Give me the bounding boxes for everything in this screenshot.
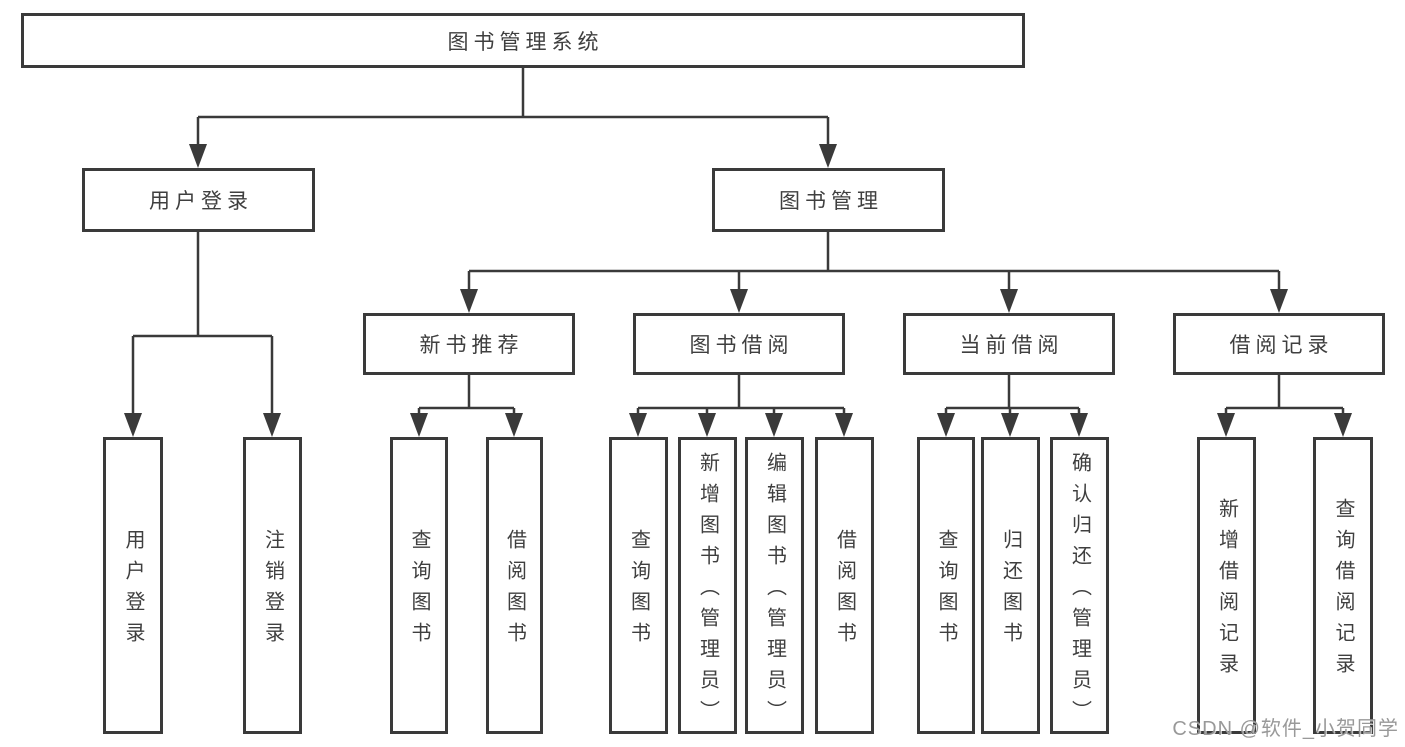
leaf-borrow-books: 借阅图书	[815, 437, 874, 734]
leaf-logout-label: 注销登录	[261, 529, 284, 653]
leaf-user-login: 用户登录	[103, 437, 163, 734]
leaf-return-books: 归还图书	[981, 437, 1040, 734]
root-node-library-system: 图书管理系统	[21, 13, 1025, 68]
leaf-newbook-borrow-books-label: 借阅图书	[503, 529, 526, 653]
leaf-newbook-query-books-label: 查询图书	[408, 529, 430, 653]
leaf-current-query-books-label: 查询图书	[935, 529, 957, 653]
leaf-borrow-books-label: 借阅图书	[833, 529, 856, 653]
node-book-borrow: 图书借阅	[633, 313, 845, 375]
node-user-login: 用户登录	[82, 168, 315, 232]
leaf-add-borrow-record-label: 新增借阅记录	[1215, 498, 1238, 684]
csdn-watermark: CSDN @软件_小贺同学	[1172, 718, 1399, 740]
leaf-newbook-query-books: 查询图书	[390, 437, 448, 734]
leaf-newbook-borrow-books: 借阅图书	[486, 437, 543, 734]
node-new-book-recommend-label: 新书推荐	[419, 334, 524, 357]
leaf-edit-books-admin: 编辑图书（管理员）	[745, 437, 804, 734]
leaf-current-query-books: 查询图书	[917, 437, 975, 734]
leaf-query-borrow-record: 查询借阅记录	[1313, 437, 1373, 734]
leaf-query-borrow-record-label: 查询借阅记录	[1332, 498, 1354, 684]
node-borrow-records-label: 借阅记录	[1229, 334, 1334, 357]
node-book-management: 图书管理	[712, 168, 945, 232]
leaf-return-books-label: 归还图书	[999, 529, 1022, 653]
leaf-add-books-admin-label: 新增图书（管理员）	[696, 451, 719, 731]
leaf-user-login-label: 用户登录	[122, 529, 144, 653]
leaf-borrow-query-books-label: 查询图书	[627, 529, 650, 653]
node-current-borrow: 当前借阅	[903, 313, 1115, 375]
leaf-borrow-query-books: 查询图书	[609, 437, 668, 734]
node-user-login-label: 用户登录	[149, 190, 253, 213]
node-borrow-records: 借阅记录	[1173, 313, 1385, 375]
leaf-edit-books-admin-label: 编辑图书（管理员）	[763, 451, 786, 731]
leaf-add-books-admin: 新增图书（管理员）	[678, 437, 737, 734]
node-book-borrow-label: 图书借阅	[689, 334, 794, 357]
node-book-management-label: 图书管理	[779, 190, 883, 213]
leaf-add-borrow-record: 新增借阅记录	[1197, 437, 1256, 734]
leaf-confirm-return-admin-label: 确认归还（管理员）	[1068, 451, 1091, 731]
node-new-book-recommend: 新书推荐	[363, 313, 575, 375]
root-node-label: 图书管理系统	[447, 30, 604, 54]
leaf-confirm-return-admin: 确认归还（管理员）	[1050, 437, 1109, 734]
node-current-borrow-label: 当前借阅	[959, 334, 1064, 357]
leaf-logout: 注销登录	[243, 437, 302, 734]
